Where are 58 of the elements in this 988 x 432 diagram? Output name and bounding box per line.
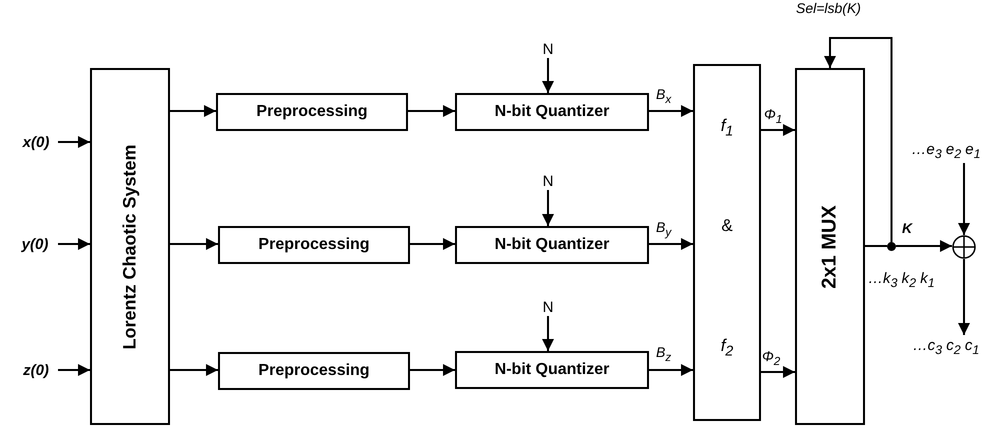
- box-label: N-bit Quantizer: [494, 236, 610, 254]
- signal-label: x(0): [22, 134, 50, 150]
- signal-label: …k$_{3}$ k$_{2}$ k$_{1}$: [868, 270, 935, 290]
- arrow: [958, 259, 970, 335]
- process-box: [90, 68, 170, 425]
- arrow: [542, 316, 554, 351]
- process-box: [218, 226, 410, 264]
- arrow: [649, 364, 693, 376]
- signal-label: y(0): [22, 236, 48, 252]
- box-label: Preprocessing: [256, 103, 368, 121]
- edge-label: B$_{y}$: [656, 219, 672, 239]
- arrow: [408, 105, 455, 117]
- box-label: 2x1 MUX: [818, 204, 842, 288]
- box-label: N-bit Quantizer: [494, 103, 610, 121]
- function-label: f$_{1}$: [720, 116, 734, 140]
- box-label: N-bit Quantizer: [494, 361, 610, 379]
- arrow: [649, 105, 693, 117]
- function-label: f$_{2}$: [720, 336, 734, 360]
- box-label: Lorentz Chaotic System: [120, 144, 140, 350]
- input-label: N: [542, 298, 554, 316]
- process-box: [455, 93, 649, 131]
- function-label: &: [720, 216, 734, 236]
- arrow: [170, 105, 216, 117]
- process-box: [455, 351, 649, 389]
- junction-dot: [887, 242, 896, 251]
- box-label: Preprocessing: [258, 362, 370, 380]
- input-label: N: [542, 40, 554, 58]
- edge-label: Φ$_{1}$: [764, 106, 782, 126]
- arrow: [410, 238, 455, 250]
- edge-label: Φ$_{2}$: [762, 348, 780, 368]
- arrow: [761, 366, 795, 378]
- arrow: [761, 124, 795, 136]
- arrow: [542, 58, 554, 93]
- edge-label: K: [902, 220, 912, 236]
- signal-label: …c$_{3}$ c$_{2}$ c$_{1}$: [912, 337, 980, 357]
- box-label: Preprocessing: [258, 236, 370, 254]
- process-box: [795, 68, 865, 425]
- edge-label: B$_{z}$: [656, 344, 672, 364]
- process-box: [216, 93, 408, 131]
- arrow: [542, 190, 554, 226]
- input-label: N: [542, 172, 554, 190]
- process-box: [455, 226, 649, 264]
- edge-label: Sel=lsb(K): [796, 0, 861, 16]
- arrow: [410, 364, 455, 376]
- arrow: [58, 238, 90, 250]
- arrow: [824, 37, 892, 242]
- arrow: [58, 136, 90, 148]
- arrow: [170, 364, 218, 376]
- process-box: [218, 352, 410, 390]
- function-box: [693, 64, 761, 421]
- arrow: [958, 163, 970, 235]
- edge-label: B$_{x}$: [656, 86, 672, 106]
- signal-label: …e$_{3}$ e$_{2}$ e$_{1}$: [911, 141, 981, 161]
- arrow: [896, 240, 952, 252]
- signal-label: z(0): [23, 362, 49, 378]
- arrow: [170, 238, 218, 250]
- arrow: [649, 238, 693, 250]
- arrow: [58, 364, 90, 376]
